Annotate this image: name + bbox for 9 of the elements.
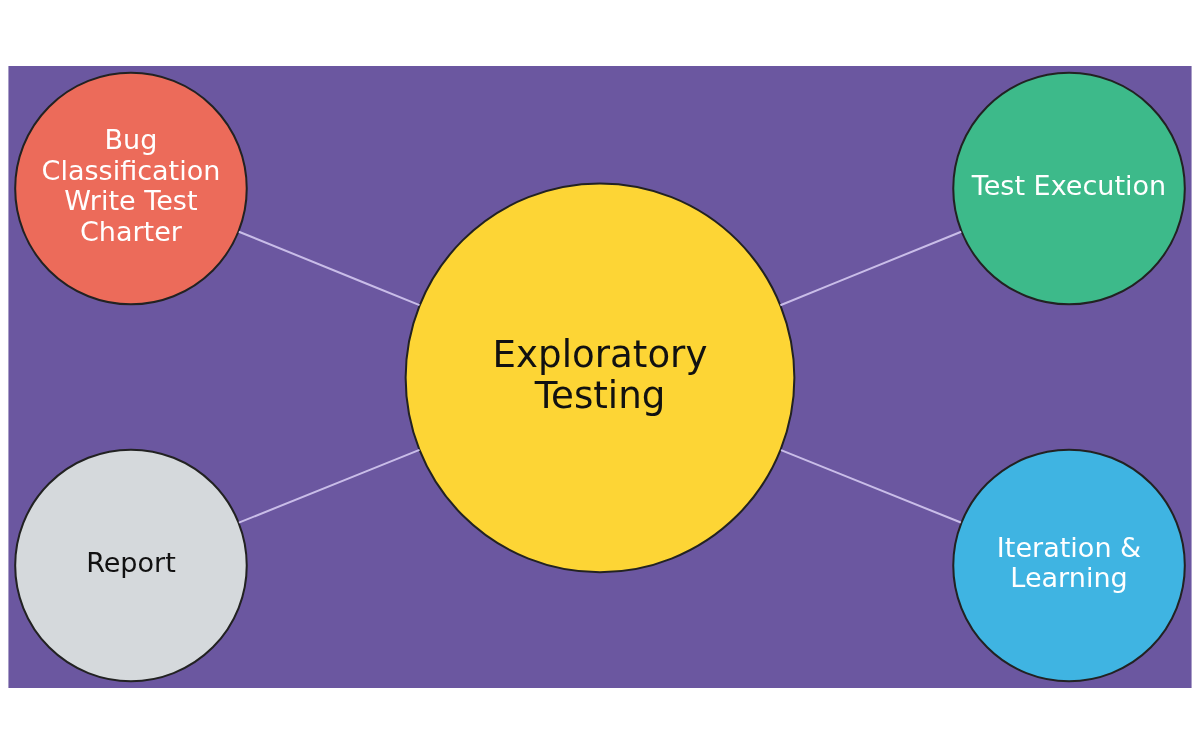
node-circle: Bug Classification Write Test Charter <box>14 71 248 306</box>
node-circle: Exploratory Testing <box>404 182 796 574</box>
node-circle: Report <box>14 448 248 683</box>
connector <box>238 448 420 524</box>
connector <box>780 449 962 524</box>
connector <box>238 230 420 307</box>
node-circle: Iteration & Learning <box>952 448 1186 683</box>
connector <box>780 230 962 307</box>
node-circle: Test Execution <box>952 71 1186 306</box>
